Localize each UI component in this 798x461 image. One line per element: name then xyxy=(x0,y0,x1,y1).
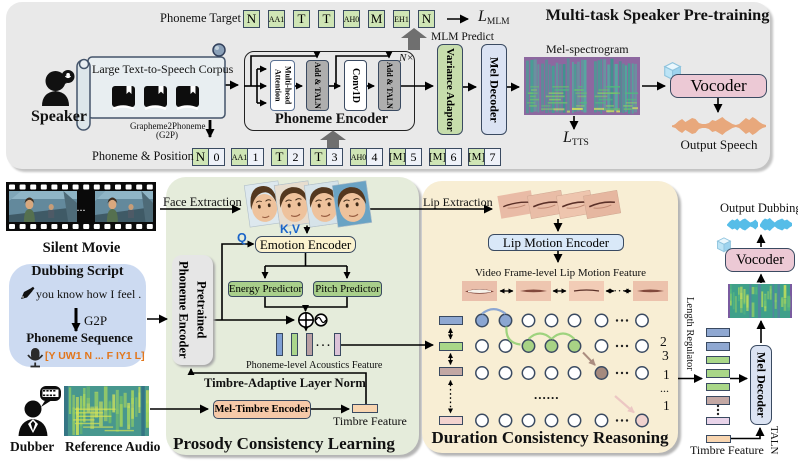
svg-text:...: ... xyxy=(77,200,86,214)
